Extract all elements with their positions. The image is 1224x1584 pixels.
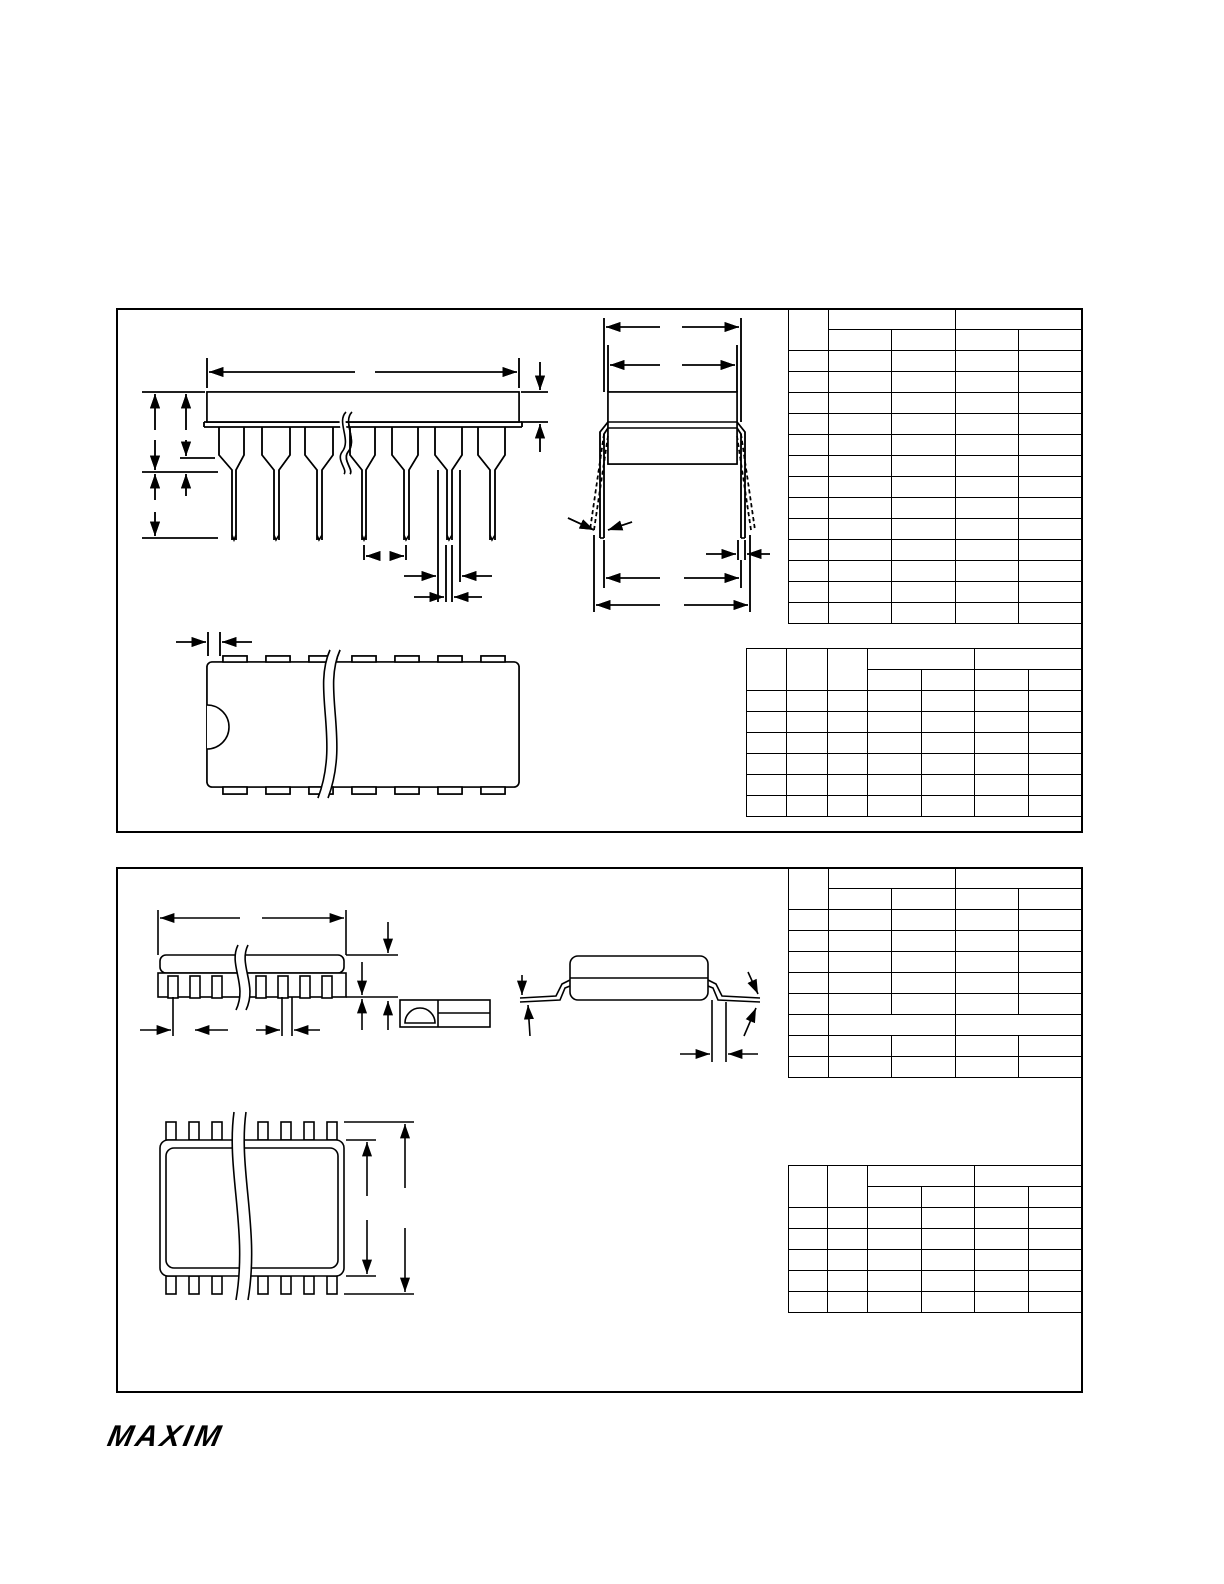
pdip-top-view <box>176 632 520 799</box>
soic-dimension-table <box>788 868 1083 1078</box>
pdip-side-view <box>142 358 548 603</box>
pdip-end-view <box>567 318 770 612</box>
pdip-variation-table-front <box>746 648 1082 817</box>
pdip-dimension-table-front <box>788 309 1083 624</box>
maxim-logo: MAXIM <box>104 1420 227 1453</box>
soic-variation-table <box>788 1165 1082 1313</box>
